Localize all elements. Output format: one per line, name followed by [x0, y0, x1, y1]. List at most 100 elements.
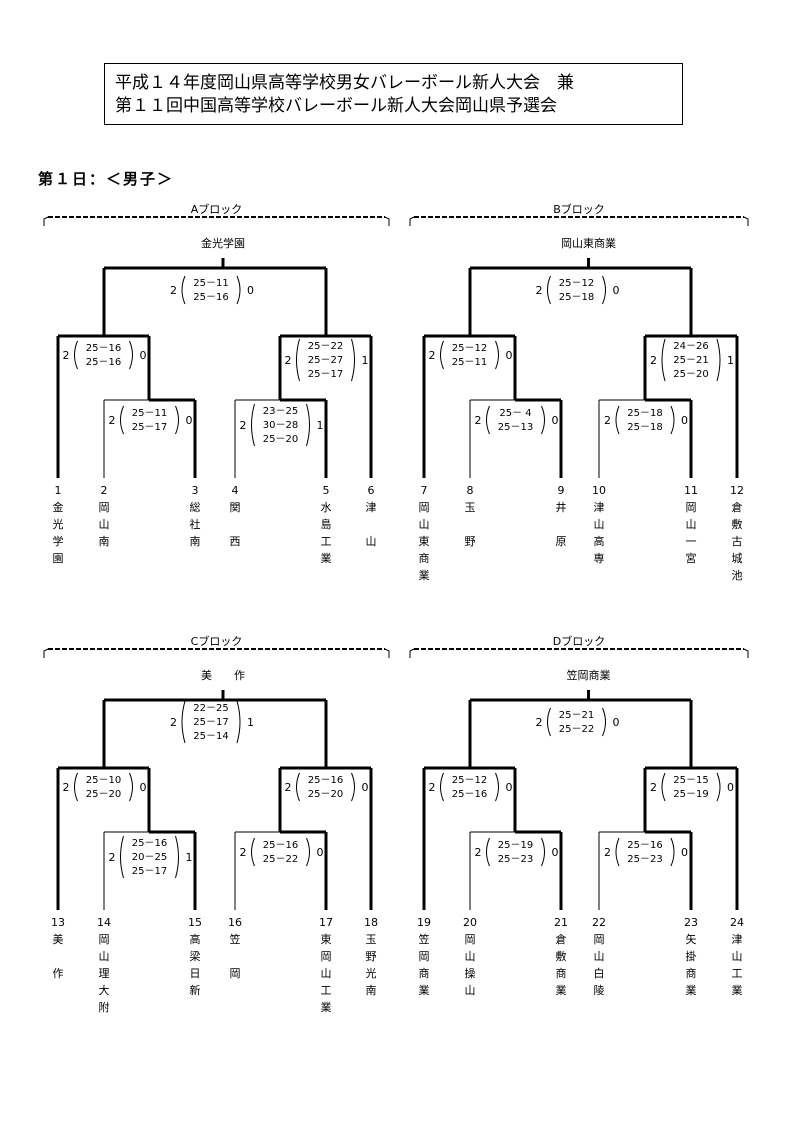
team-entry: 20 岡山操山	[463, 916, 477, 997]
score-paren-right	[351, 338, 355, 382]
sets-won-left: 2	[475, 846, 482, 859]
team-name: 津山高専	[594, 501, 605, 565]
set-score: 25－14	[193, 731, 228, 742]
set-score: 25－12	[452, 343, 487, 354]
team-number: 22	[592, 916, 606, 929]
score-paren-right	[716, 338, 721, 382]
sets-won-left: 2	[170, 716, 177, 729]
team-number: 6	[368, 484, 375, 497]
team-number: 20	[463, 916, 477, 929]
sets-won-left: 2	[109, 851, 116, 864]
team-entry: 6 津 山	[366, 484, 377, 548]
sets-won-right: 1	[362, 354, 369, 367]
set-score: 25－ 4	[499, 408, 531, 419]
set-score: 25－16	[627, 840, 662, 851]
block-name: Aブロック	[191, 202, 243, 216]
team-number: 17	[319, 916, 333, 929]
score-paren-right	[602, 275, 606, 305]
sets-won-left: 2	[536, 716, 543, 729]
sets-won-left: 2	[650, 354, 657, 367]
set-score: 20－25	[132, 852, 167, 863]
sets-won-right: 0	[681, 846, 688, 859]
score-paren-right	[236, 275, 241, 305]
set-score: 25－17	[132, 422, 167, 433]
team-name: 岡山理大附	[99, 933, 110, 1014]
team-name: 岡山操山	[465, 933, 476, 997]
score-paren-right	[541, 405, 545, 435]
team-entry: 5 水島工業	[321, 484, 332, 565]
set-score: 25－16	[263, 840, 298, 851]
block-header-tick-right	[743, 648, 749, 658]
block-name: Dブロック	[553, 634, 605, 648]
title-line-2: 第１１回中国高等学校バレーボール新人大会岡山県予選会	[115, 96, 557, 116]
team-name: 金光学園	[53, 500, 64, 565]
sets-won-left: 2	[604, 846, 611, 859]
block-winner: 金光学園	[201, 236, 245, 250]
team-entry: 14 岡山理大附	[97, 916, 111, 1014]
score-paren-right	[541, 837, 545, 867]
score-paren-right	[236, 700, 241, 744]
sets-won-left: 2	[536, 284, 543, 297]
set-score: 25－20	[308, 789, 343, 800]
sets-won-left: 2	[63, 349, 70, 362]
sets-won-left: 2	[604, 414, 611, 427]
team-number: 11	[684, 484, 698, 497]
score-paren-right	[175, 405, 179, 435]
day-heading: 第１日：＜男子＞	[38, 170, 175, 188]
set-score: 25－23	[498, 854, 533, 865]
sets-won-left: 2	[429, 349, 436, 362]
set-score: 23－25	[263, 406, 298, 417]
score-paren-left	[615, 405, 620, 435]
score-paren-left	[251, 837, 255, 867]
set-score: 25－12	[452, 775, 487, 786]
score-paren-left	[486, 837, 490, 867]
set-score: 25－17	[132, 866, 167, 877]
block-name: Bブロック	[553, 202, 605, 216]
sets-won-right: 0	[140, 781, 147, 794]
score-paren-right	[175, 835, 179, 879]
title-line-1: 平成１４年度岡山県高等学校男女バレーボール新人大会 兼	[115, 73, 574, 93]
set-score: 25－10	[86, 775, 121, 786]
set-score: 25－22	[308, 341, 343, 352]
score-paren-left	[120, 405, 124, 435]
team-entry: 4関 西	[230, 484, 241, 548]
team-entry: 9井 原	[556, 484, 567, 548]
score-paren-left	[661, 772, 666, 802]
sets-won-right: 0	[186, 414, 193, 427]
sets-won-right: 0	[681, 414, 688, 427]
set-score: 25－20	[673, 369, 708, 380]
sets-won-left: 2	[170, 284, 177, 297]
set-score: 25－23	[627, 854, 662, 865]
score-paren-left	[120, 835, 124, 879]
block-header-tick-right	[743, 216, 749, 226]
team-name: 水島工業	[321, 501, 332, 565]
block-name: Cブロック	[191, 634, 243, 648]
title-box: 平成１４年度岡山県高等学校男女バレーボール新人大会 兼 第１１回中国高等学校バレ…	[104, 63, 683, 125]
block-header-tick-left	[43, 648, 49, 658]
team-number: 5	[323, 484, 330, 497]
team-number: 24	[730, 916, 744, 929]
team-number: 19	[417, 916, 431, 929]
team-entry: 8玉 野	[465, 484, 476, 548]
set-score: 25－21	[673, 355, 708, 366]
sets-won-left: 2	[285, 781, 292, 794]
team-number: 9	[558, 484, 565, 497]
set-score: 25－18	[559, 292, 594, 303]
team-name: 津 山	[366, 501, 377, 548]
team-number: 14	[97, 916, 111, 929]
set-score: 25－16	[308, 775, 343, 786]
